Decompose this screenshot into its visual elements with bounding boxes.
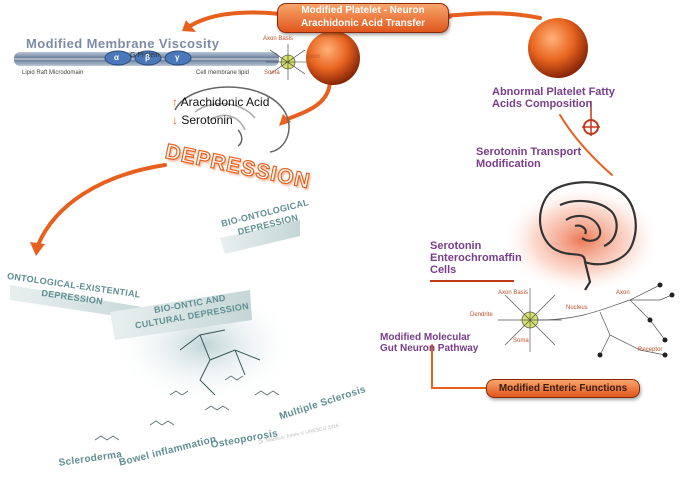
right-neuron-graphic [498, 284, 673, 356]
platelet-line1: Abnormal Platelet Fatty [492, 86, 615, 98]
gut-line1: Modified Molecular [380, 332, 471, 343]
platelet-composition-label: Abnormal Platelet Fatty Acids Compositio… [492, 86, 615, 110]
platelet-cell-top [306, 31, 360, 85]
down-arrow-icon: ↓ [172, 113, 178, 127]
gut-glow [502, 185, 662, 295]
arrowhead-top-left [182, 20, 196, 32]
top-neuron-graphic [266, 44, 310, 80]
arrow-to-enteric [431, 344, 487, 389]
target-icon [582, 118, 600, 136]
membrane-graphic [14, 50, 279, 66]
gamma-label: γ [175, 53, 180, 62]
top-box-line2: Arachidonic Acid Transfer [300, 18, 426, 29]
top-axon-label: Axon [306, 54, 320, 60]
arrow-top-left [188, 10, 282, 28]
entero-underline [430, 280, 514, 282]
arrow-to-depression [283, 78, 332, 122]
lipid-raft-label: Lipid Raft Microdomain [22, 70, 84, 76]
arrowhead-existential [30, 242, 45, 256]
entero-line3: Cells [430, 264, 457, 276]
head-profile-graphic [174, 86, 290, 153]
receptor-dots [597, 282, 675, 358]
gut-pathway-label: Modified Molecular Gut Neuron Pathway [380, 332, 478, 354]
alpha-label: α [114, 53, 119, 62]
gut-line2: Gut Neuron Pathway [380, 343, 479, 354]
arachidonic-label: Arachidonic Acid [180, 95, 270, 109]
top-box-line1: Modified Platelet - Neuron [301, 5, 425, 16]
transport-line2: Modification [476, 158, 541, 170]
arrowhead-depression [279, 114, 291, 126]
right-axon-label: Axon [616, 290, 630, 296]
serotonin-transport-label: Serotonin Transport Modification [476, 146, 581, 170]
top-soma-label: Soma [264, 70, 280, 76]
top-transfer-box: Modified Platelet - Neuron Arachidonic A… [277, 3, 449, 33]
enterochromaffin-label: Serotonin Enterochromaffin Cells [430, 240, 522, 276]
serotonin-label: Serotonin [181, 113, 233, 127]
right-axon-basis-label: Axon Basis [498, 290, 529, 296]
intestine-icon [538, 181, 637, 291]
crack-lines [179, 329, 261, 396]
arrow-top-right [443, 11, 542, 20]
platelet-line2: Acids Composition [492, 98, 593, 110]
entero-line2: Enterochromaffin [430, 252, 522, 264]
enteric-functions-box: Modified Enteric Functions [486, 379, 640, 398]
platelet-cell-right [528, 18, 588, 78]
right-dendrite-label: Dendrite [470, 312, 493, 318]
flow-arrows [36, 10, 613, 389]
arrow-to-existential [36, 163, 167, 247]
cell-membrane-label: Cell membrane lipid [196, 70, 250, 76]
right-receptor-label: Receptor [638, 347, 663, 353]
transport-line1: Serotonin Transport [476, 146, 582, 158]
up-arrow-icon: ↑ [172, 95, 178, 109]
arachidonic-row: ↑ Arachidonic Acid [172, 95, 269, 109]
g-protein-label: G Protein [130, 52, 160, 59]
membrane-title: Modified Membrane Viscosity [26, 36, 220, 51]
arrow-to-gut [559, 114, 613, 176]
entero-line1: Serotonin [430, 240, 482, 252]
beta-label: β [145, 53, 150, 62]
serotonin-row: ↓ Serotonin [172, 113, 233, 127]
depression-bands [10, 220, 300, 340]
molecule-icons [94, 375, 280, 441]
top-axon-basis-label: Axon Basis [263, 36, 294, 42]
right-nucleus-label: Nucleus [566, 305, 588, 311]
right-soma-label: Soma [513, 338, 529, 344]
